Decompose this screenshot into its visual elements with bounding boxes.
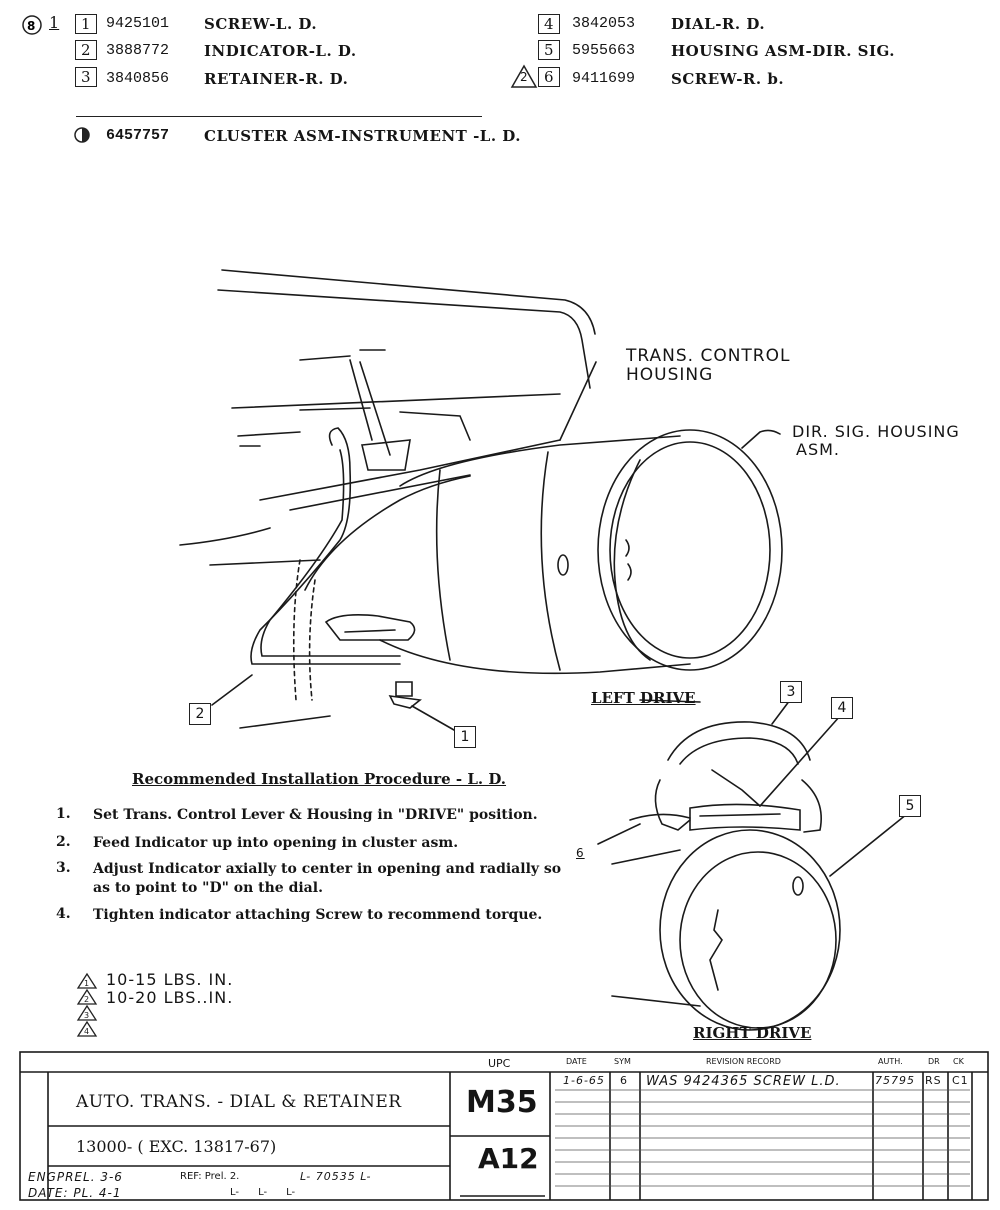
label-dir-sig-line1: DIR. SIG. HOUSING xyxy=(792,422,960,441)
part-6-flag: 2 xyxy=(520,70,528,84)
rev-header-auth: AUTH. xyxy=(878,1057,903,1066)
ref-line2: DATE: PL. 4-1 xyxy=(28,1186,122,1200)
upc-header: UPC xyxy=(488,1057,511,1070)
rev-header-sym: SYM xyxy=(614,1057,631,1066)
label-trans-control: TRANS. CONTROL HOUSING xyxy=(626,347,790,385)
rev-entry-sym: 6 xyxy=(620,1074,628,1087)
svg-text:3: 3 xyxy=(84,1011,89,1020)
callout-3: 3 xyxy=(780,681,802,703)
part-number-6: 9411699 xyxy=(572,70,636,87)
title-block-frame xyxy=(19,1051,989,1201)
svg-text:8: 8 xyxy=(27,19,35,33)
step-text: Adjust Indicator axially to center in op… xyxy=(93,861,562,896)
callout-6: 6 xyxy=(576,846,585,860)
half-circle-icon xyxy=(74,127,90,143)
cluster-desc: CLUSTER ASM-INSTRUMENT -L. D. xyxy=(204,127,521,145)
callout-4: 4 xyxy=(831,697,853,719)
rev-entry-ck: C1 xyxy=(952,1074,969,1087)
rev-header-ck: CK xyxy=(953,1057,964,1066)
step-number: 4. xyxy=(56,906,71,922)
upc-code: M35 xyxy=(466,1085,538,1120)
torque-note-2: 10-20 LBS..IN. xyxy=(106,988,234,1007)
ref-line2b: L- L- L- xyxy=(230,1187,296,1198)
part-index-4: 4 xyxy=(538,14,560,34)
label-dir-sig-line2: ASM. xyxy=(796,440,840,459)
part-desc-4: DIAL-R. D. xyxy=(671,15,766,33)
step-text: Feed Indicator up into opening in cluste… xyxy=(93,835,459,851)
rev-entry-auth: 75795 xyxy=(875,1074,915,1087)
label-trans-control-line1: TRANS. CONTROL xyxy=(626,346,791,366)
torque-note-1: 10-15 LBS. IN. xyxy=(106,970,234,989)
part-desc-1: SCREW-L. D. xyxy=(204,15,318,33)
step-number: 2. xyxy=(56,834,71,850)
warning-triangle-icon xyxy=(510,64,538,88)
label-dir-sig-housing: DIR. SIG. HOUSING ASM. xyxy=(792,423,960,459)
rev-entry-text: WAS 9424365 SCREW L.D. xyxy=(646,1074,841,1089)
torque-flag-icons: 1 2 3 4 xyxy=(76,972,98,1037)
title-block-title: AUTO. TRANS. - DIAL & RETAINER xyxy=(76,1092,402,1112)
part-index-1: 1 xyxy=(75,14,97,34)
rev-header-date: DATE xyxy=(566,1057,587,1066)
part-number-2: 3888772 xyxy=(106,42,170,59)
callout-1: 1 xyxy=(454,726,476,748)
part-number-5: 5955663 xyxy=(572,42,636,59)
ref-line1b: REF: Prel. 2. xyxy=(180,1171,240,1182)
svg-text:1: 1 xyxy=(84,979,89,988)
ref-line1: ENGPREL. 3-6 xyxy=(28,1170,123,1184)
part-number-3: 3840856 xyxy=(106,70,170,87)
upc-sub-code: A12 xyxy=(478,1142,539,1175)
part-index-3: 3 xyxy=(75,67,97,87)
label-right-drive: RIGHT DRIVE xyxy=(693,1024,812,1042)
callout-5: 5 xyxy=(899,795,921,817)
svg-text:2: 2 xyxy=(84,995,89,1004)
revision-marker-icon: 8 xyxy=(22,15,42,35)
title-block-model: 13000- ( EXC. 13817-67) xyxy=(76,1137,277,1156)
step-number: 3. xyxy=(56,860,71,876)
procedure-title: Recommended Installation Procedure - L. … xyxy=(132,770,507,788)
rev-entry-date: 1-6-65 xyxy=(563,1074,605,1087)
step-text: Tighten indicator attaching Screw to rec… xyxy=(93,907,543,923)
rev-header-dr: DR xyxy=(928,1057,940,1066)
part-desc-5: HOUSING ASM-DIR. SIG. xyxy=(671,42,895,60)
rev-entry-dr: RS xyxy=(925,1074,942,1087)
part-desc-3: RETAINER-R. D. xyxy=(204,70,349,88)
row1-marker: 1 xyxy=(49,13,60,32)
rev-header-record: REVISION RECORD xyxy=(706,1057,781,1066)
part-index-5: 5 xyxy=(538,40,560,60)
callout-2: 2 xyxy=(189,703,211,725)
part-number-1: 9425101 xyxy=(106,15,170,32)
step-text: Set Trans. Control Lever & Housing in "D… xyxy=(93,807,538,823)
part-number-4: 3842053 xyxy=(572,15,636,32)
label-left-drive: LEFT DRIVE xyxy=(591,689,696,707)
part-desc-6: SCREW-R. b. xyxy=(671,70,785,88)
ref-line1c: L- 70535 L- xyxy=(300,1170,372,1183)
part-desc-2: INDICATOR-L. D. xyxy=(204,42,357,60)
part-index-6: 6 xyxy=(538,67,560,87)
part-index-2: 2 xyxy=(75,40,97,60)
parts-divider xyxy=(76,116,482,117)
step-number: 1. xyxy=(56,806,71,822)
cluster-part-number: 6457757 xyxy=(106,127,170,144)
svg-text:4: 4 xyxy=(84,1027,89,1036)
label-trans-control-line2: HOUSING xyxy=(626,365,714,385)
